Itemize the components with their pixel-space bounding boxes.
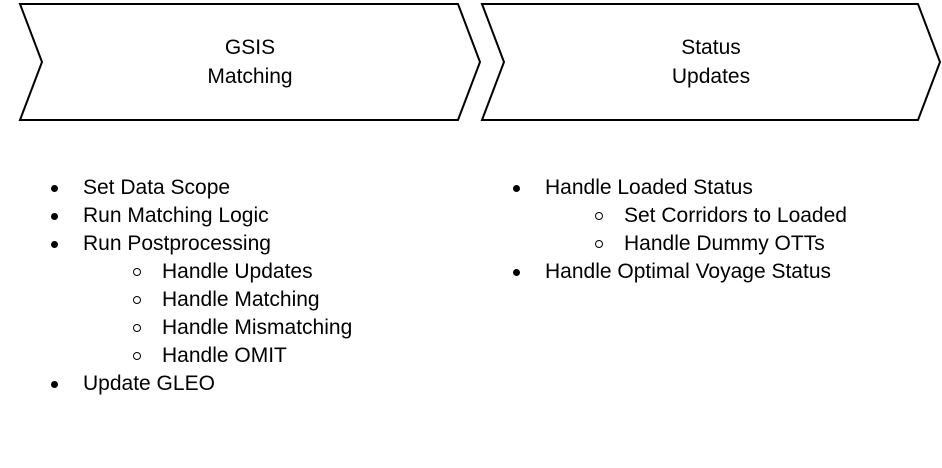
gsis-matching-step-list: Set Data Scope Run Matching Logic Run Po…: [51, 174, 352, 398]
list-item-label: Handle Loaded Status: [545, 176, 753, 199]
hollow-bullet-icon: [595, 240, 603, 248]
bullet-icon: [51, 212, 58, 220]
chevron-label-gsis-matching: GSIS Matching: [42, 4, 458, 120]
hollow-bullet-icon: [595, 212, 603, 220]
list-item: Run Matching Logic: [51, 202, 352, 230]
list-sub-item: Handle OMIT: [133, 342, 352, 370]
list-sub-item: Handle Mismatching: [133, 314, 352, 342]
hollow-bullet-icon: [133, 268, 141, 276]
hollow-bullet-icon: [133, 324, 141, 332]
bullet-icon: [51, 380, 58, 388]
list-item: Set Data Scope: [51, 174, 352, 202]
list-sub-item: Handle Dummy OTTs: [595, 230, 847, 258]
list-item: Handle Loaded Status: [513, 174, 847, 202]
list-item-label: Handle OMIT: [162, 344, 287, 367]
list-sub-item: Handle Updates: [133, 258, 352, 286]
list-item-label: Set Data Scope: [83, 176, 231, 199]
chevron-label-line: GSIS: [224, 36, 276, 59]
chevron-label-line: Status: [681, 36, 741, 59]
bullet-icon: [513, 268, 520, 276]
list-sub-item: Handle Matching: [133, 286, 352, 314]
list-item-label: Handle Updates: [162, 260, 313, 283]
list-item-label: Handle Matching: [162, 288, 320, 311]
chevron-label-line: Updates: [671, 65, 751, 88]
chevron-label-line: Matching: [207, 65, 293, 88]
list-sub-item: Set Corridors to Loaded: [595, 202, 847, 230]
chevron-shape-status-updates: [480, 3, 942, 121]
list-item: Handle Optimal Voyage Status: [513, 258, 847, 286]
list-item-label: Update GLEO: [83, 372, 215, 395]
process-chevrons-graphic: [18, 3, 942, 121]
list-item-label: Handle Mismatching: [162, 316, 353, 339]
chevron-shape-gsis-matching: [18, 3, 482, 121]
chevron-label-status-updates: Status Updates: [504, 4, 918, 120]
list-item-label: Run Matching Logic: [83, 204, 269, 227]
status-updates-step-list: Handle Loaded Status Set Corridors to Lo…: [513, 174, 847, 286]
bullet-icon: [51, 184, 58, 192]
list-item-label: Run Postprocessing: [83, 232, 271, 255]
hollow-bullet-icon: [133, 296, 141, 304]
list-item-label: Handle Dummy OTTs: [624, 232, 825, 255]
list-item: Run Postprocessing: [51, 230, 352, 258]
bullet-icon: [513, 184, 520, 192]
bullet-icon: [51, 240, 58, 248]
hollow-bullet-icon: [133, 352, 141, 360]
list-item-label: Handle Optimal Voyage Status: [545, 260, 832, 283]
list-item-label: Set Corridors to Loaded: [624, 204, 847, 227]
list-item: Update GLEO: [51, 370, 352, 398]
